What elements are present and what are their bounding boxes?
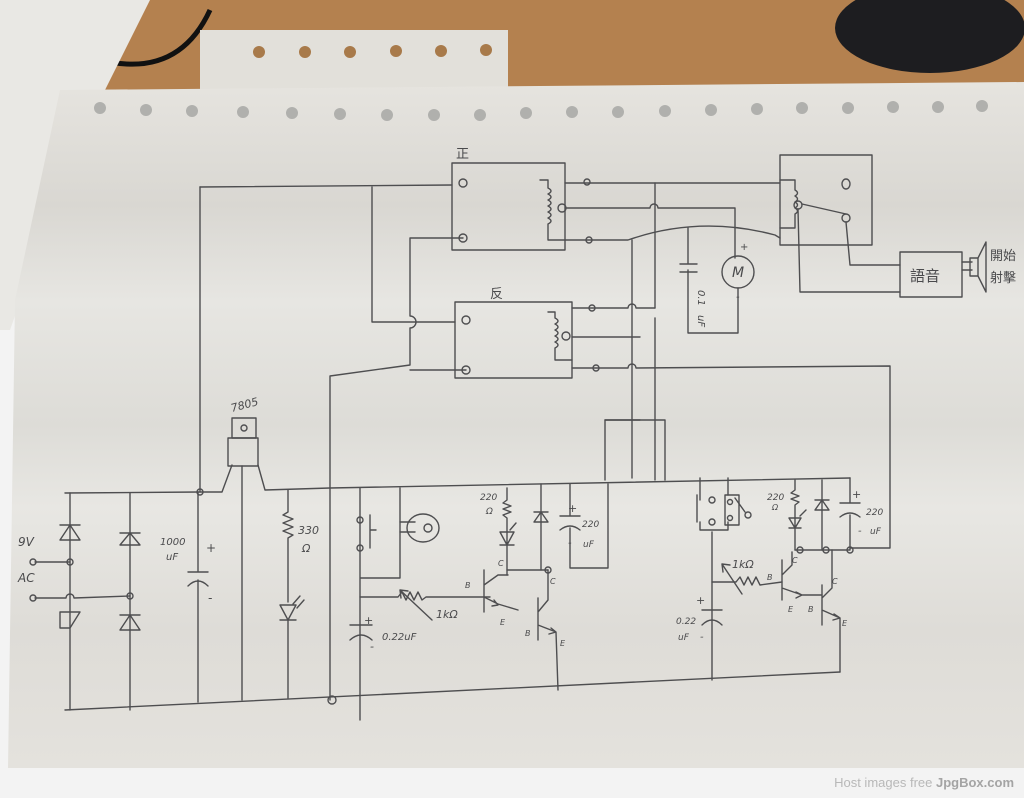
motor-minus: - xyxy=(736,292,740,303)
motor-cap-unit: uF xyxy=(695,315,706,327)
relay-reverse-label: 反 xyxy=(490,287,503,302)
timing-cap-plus: + xyxy=(364,614,373,627)
motor-cap-value: 0.1 xyxy=(695,290,706,306)
pin-c: C xyxy=(792,556,798,565)
cap-plus: + xyxy=(852,488,861,501)
motor-label: M xyxy=(732,265,744,281)
watermark-brand[interactable]: JpgBox.com xyxy=(935,775,1014,790)
resistor-value: 220 xyxy=(480,493,497,503)
resistor-unit: Ω xyxy=(485,507,493,517)
supply-type-label: AC xyxy=(17,571,35,585)
cap-minus: - xyxy=(858,526,862,537)
pin-e: E xyxy=(500,618,506,627)
cap-unit: uF xyxy=(583,540,595,550)
paper-holes xyxy=(94,100,988,121)
timing-cap-minus: - xyxy=(700,632,704,643)
timing-cap-value: 0.22 xyxy=(676,617,696,627)
cap-value: 220 xyxy=(582,520,599,530)
pin-b-2: B xyxy=(808,605,814,614)
pin-e-2: E xyxy=(560,639,566,648)
filter-cap-unit: uF xyxy=(166,552,178,563)
pin-e: E xyxy=(788,605,794,614)
pin-b-2: B xyxy=(525,629,531,638)
watermark-text: Host images free JpgBox.com xyxy=(834,775,1014,790)
dark-device xyxy=(835,0,1024,73)
circuit-photo: 正 反 7805 9V AC 1000 uF + - 330 Ω M + - 0… xyxy=(0,0,1024,768)
filter-cap-plus: + xyxy=(206,541,216,555)
filter-cap-value: 1000 xyxy=(160,537,185,548)
watermark-prefix: Host images free xyxy=(834,775,933,790)
main-paper xyxy=(8,82,1024,768)
timing-cap-plus: + xyxy=(696,594,705,607)
pin-b: B xyxy=(465,581,471,590)
filter-cap-minus: - xyxy=(208,591,212,605)
pot-label: 1kΩ xyxy=(732,558,754,571)
back-paper-holes xyxy=(253,44,492,58)
motor-plus: + xyxy=(740,242,748,253)
glasses-cable xyxy=(109,8,213,67)
pin-c: C xyxy=(498,559,504,568)
supply-voltage-label: 9V xyxy=(18,535,35,549)
speaker-text-line1: 開始 xyxy=(990,249,1016,264)
wiring xyxy=(29,154,987,721)
voice-module-label: 語音 xyxy=(910,267,940,285)
right-stage-labels: + 0.22 uF - 1kΩ 220 Ω + 220 - uF B C E C… xyxy=(676,488,883,643)
timing-cap-unit: uF xyxy=(678,633,690,643)
pot-label: 1kΩ xyxy=(436,608,458,621)
cap-minus: - xyxy=(568,538,572,549)
watermark-bar: Host images free JpgBox.com xyxy=(0,768,1024,798)
timing-cap-label: 0.22uF xyxy=(382,632,417,643)
timing-cap-minus: - xyxy=(370,640,374,653)
cap-plus: + xyxy=(568,502,577,515)
resistor-unit: Ω xyxy=(771,503,779,512)
cap-value: 220 xyxy=(866,508,883,518)
pin-c-2: C xyxy=(550,577,556,586)
pin-e-2: E xyxy=(842,619,848,628)
resistor-value: 220 xyxy=(767,493,784,503)
relay-forward-label: 正 xyxy=(456,147,469,162)
led-resistor-unit: Ω xyxy=(301,542,311,555)
left-stage-labels: + - 0.22uF 1kΩ 220 Ω + 220 - uF B C E C … xyxy=(364,493,599,653)
pin-c-2: C xyxy=(832,577,838,586)
speaker-text-line2: 射擊 xyxy=(990,270,1016,286)
cap-unit: uF xyxy=(870,527,882,537)
led-resistor-value: 330 xyxy=(298,524,319,537)
pin-b: B xyxy=(767,573,773,582)
